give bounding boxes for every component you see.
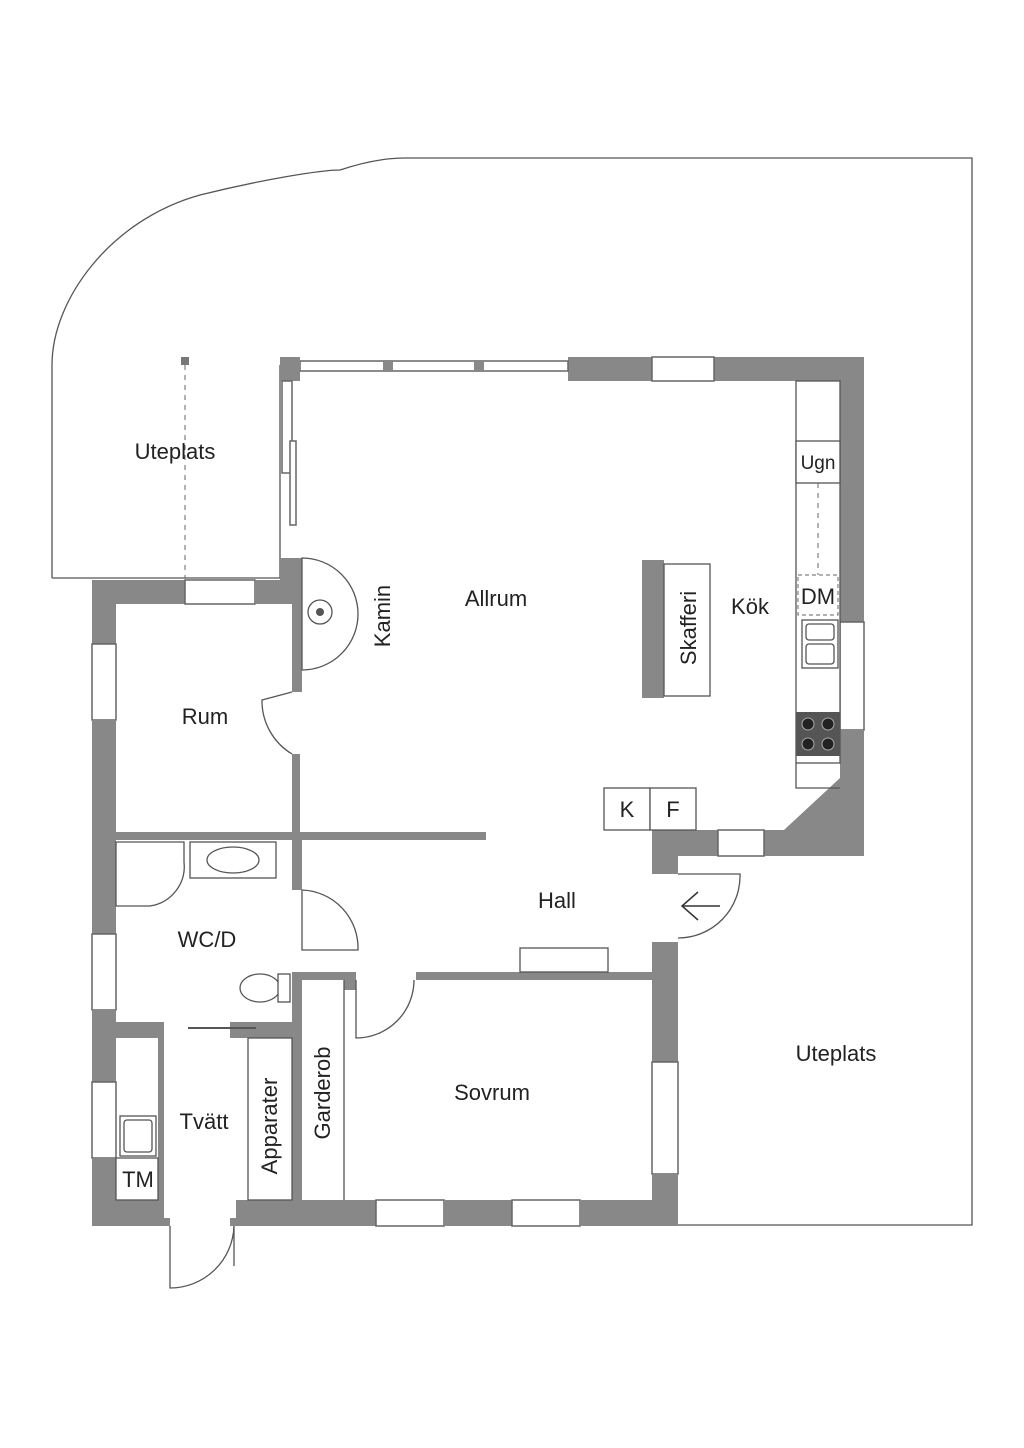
wall-tvatt-left: [158, 1022, 164, 1200]
wall-bottom-notch-right: [230, 1200, 240, 1226]
shower: [115, 841, 185, 907]
label-hall: Hall: [538, 888, 576, 913]
wall-rum-left-lower: [92, 720, 116, 934]
wall-allrum-left-top: [280, 357, 300, 381]
entry-arrow-head: [680, 891, 699, 921]
label-uteplats-nw: Uteplats: [135, 439, 216, 464]
label-dm: DM: [801, 584, 835, 609]
wall-bottom-mid: [236, 1200, 376, 1226]
window-sovrum-bottom-1: [375, 1199, 445, 1227]
window-rum-left: [91, 643, 117, 721]
wall-wc-bottom-left: [116, 1022, 160, 1038]
terrace-nw-outline: [51, 157, 973, 1226]
dishwasher-box: [797, 574, 839, 616]
wall-wc-right-upper: [292, 840, 302, 890]
wall-rum-right-lower: [292, 754, 300, 836]
label-wcd: WC/D: [178, 927, 237, 952]
label-f: F: [666, 797, 679, 822]
skafferi-wall: [642, 560, 664, 698]
fridge-box: [603, 787, 651, 831]
label-kok: Kök: [731, 594, 770, 619]
door-tvatt: [169, 1225, 235, 1289]
label-ugn: Ugn: [801, 453, 836, 474]
freezer-box: [649, 787, 697, 831]
burner-2: [821, 717, 835, 731]
wall-sovrum-right-lower: [652, 1174, 678, 1226]
window-rum-top: [184, 579, 256, 605]
tm-box: [115, 1157, 159, 1201]
skafferi-box: [663, 563, 711, 697]
glazing-mullion-2: [474, 360, 484, 372]
glazing-left-lower: [289, 440, 297, 526]
fireplace: [301, 557, 359, 671]
door-sovrum: [355, 979, 415, 1039]
wall-right-upper: [840, 357, 864, 622]
wall-top-mid: [568, 357, 652, 381]
wall-rum-right-upper: [292, 580, 302, 692]
window-sovrum-bottom-2: [511, 1199, 581, 1227]
oven-box: [795, 440, 841, 484]
sink-basin-1: [805, 623, 835, 641]
label-uteplats-se: Uteplats: [796, 1041, 877, 1066]
door-rum: [261, 691, 293, 755]
wall-wc-right-lower: [292, 972, 302, 1200]
label-allrum: Allrum: [465, 586, 527, 611]
wall-bottom-between: [444, 1200, 512, 1226]
window-tvatt-left: [91, 1081, 117, 1159]
hall-bench: [519, 947, 609, 973]
wall-entry-stub: [652, 830, 678, 874]
label-apparater: Apparater: [257, 1078, 282, 1175]
glazing-top: [299, 360, 569, 372]
glazing-mullion-1: [383, 360, 393, 372]
wall-hall-bottom-left: [300, 972, 356, 980]
kitchen-counter: [795, 380, 841, 764]
wall-left-mid: [92, 1010, 116, 1082]
label-tvatt: Tvätt: [180, 1109, 229, 1134]
wall-wc-bottom-right: [230, 1022, 292, 1038]
label-tm: TM: [122, 1167, 154, 1192]
window-sovrum-right: [651, 1061, 679, 1175]
window-top-right: [651, 356, 715, 382]
label-k: K: [620, 797, 635, 822]
laundry-sink-basin: [123, 1119, 153, 1153]
burner-3: [801, 737, 815, 751]
wall-bottom-notch-left: [92, 1200, 170, 1226]
glazing-left: [281, 380, 293, 474]
sink-basin-2: [805, 643, 835, 665]
counter-diagonal: [795, 763, 840, 789]
label-garderob: Garderob: [310, 1047, 335, 1140]
burner-1: [801, 717, 815, 731]
toilet-bowl: [239, 973, 281, 1003]
washbasin: [206, 846, 260, 874]
door-entry: [677, 873, 741, 939]
pergola-post: [181, 357, 189, 365]
wall-rum-bottom: [116, 832, 486, 840]
wall-hall-bottom-right: [416, 972, 678, 980]
apparater-box: [247, 1037, 293, 1201]
door-wc: [301, 889, 359, 951]
label-rum: Rum: [182, 704, 228, 729]
stove: [796, 712, 840, 756]
window-kitchen-bottom: [717, 829, 765, 857]
label-sovrum: Sovrum: [454, 1080, 530, 1105]
fireplace-core: [316, 608, 324, 616]
toilet-tank: [277, 973, 291, 1003]
window-kitchen-right: [839, 621, 865, 731]
wall-rum-left-upper: [92, 580, 116, 644]
wall-sovrum-right-upper: [652, 942, 678, 1062]
label-skafferi: Skafferi: [676, 591, 701, 665]
wall-garderob-divider: [344, 980, 356, 990]
wall-top-right: [714, 357, 864, 381]
fireplace-ring: [307, 599, 333, 625]
burner-4: [821, 737, 835, 751]
label-kamin: Kamin: [370, 585, 395, 647]
window-wc-left: [91, 933, 117, 1011]
